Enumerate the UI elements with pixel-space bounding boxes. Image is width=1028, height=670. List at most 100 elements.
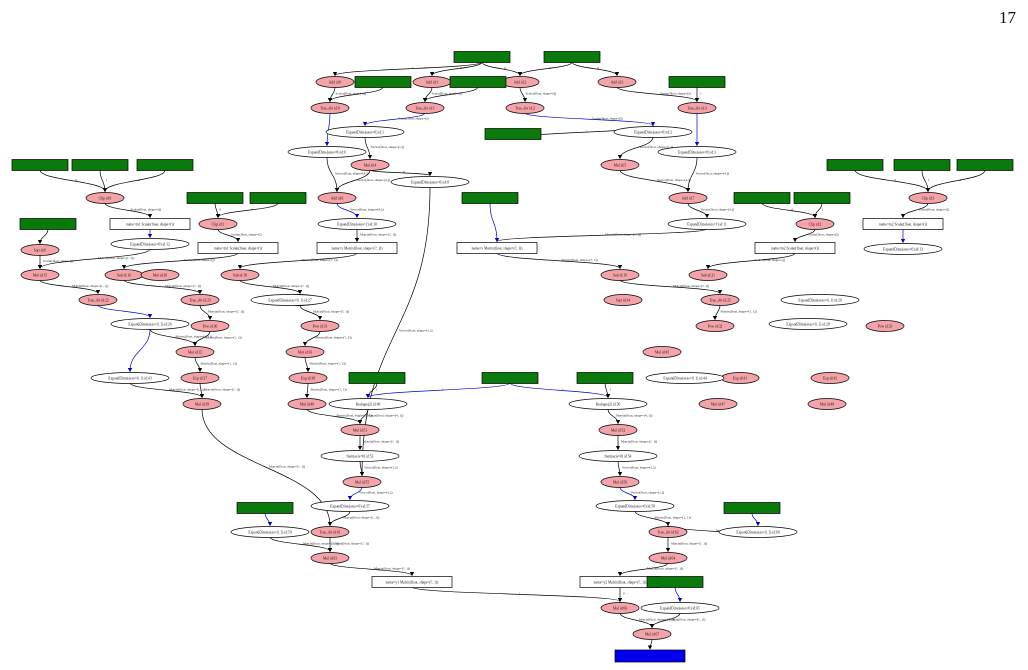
node-label: Mul id:36	[298, 350, 312, 354]
graph-edge	[324, 112, 331, 147]
op-node-shape	[180, 294, 220, 306]
edge-label: Matrix(float, shape=(?, 1))	[201, 361, 237, 366]
op-node-shape	[600, 602, 640, 614]
graph-node-rect: name=y1 Matrix(float, shape=(?, 1))	[371, 576, 453, 588]
edge-label: Matrix(float, shape=(1, 1))	[303, 541, 339, 546]
graph-edge	[489, 202, 500, 243]
node-label: Mul id:66	[613, 606, 627, 610]
named-node-shape	[109, 218, 191, 230]
node-label: Sub id:21	[701, 273, 715, 277]
graph-edge	[39, 169, 108, 193]
graph-node-ellipse: ExpandDims(axes=0, 1) id:29	[780, 294, 860, 306]
op-node-shape	[648, 552, 688, 564]
graph-edge	[854, 169, 931, 193]
node-label: True_div id:3	[687, 106, 707, 110]
edge-label: Vector(float, shape=(4,))	[357, 178, 390, 183]
graph-edge	[607, 408, 621, 425]
edge-label: 1	[376, 387, 378, 391]
expand-node-shape	[578, 450, 658, 462]
graph-node-param	[249, 192, 307, 204]
edge-label: Matrix(float, shape=(?, 1))	[316, 335, 352, 340]
edge-label: 0	[76, 178, 78, 182]
graph-node-op: True_div id:22	[78, 294, 118, 306]
graph-node-op: Sub id:21	[688, 269, 728, 281]
graph-node-param	[136, 159, 194, 171]
op-node-shape	[190, 320, 230, 332]
graph-edge	[524, 112, 656, 127]
graph-node-op: Mul id:20	[140, 269, 180, 281]
graph-edge	[365, 382, 511, 399]
graph-node-param	[668, 76, 726, 88]
node-label: name=m2 Scalar(float, shape=())	[879, 222, 927, 227]
graph-node-param	[19, 218, 77, 230]
op-node-shape	[597, 76, 637, 88]
op-node-shape	[600, 159, 640, 171]
op-node-shape	[288, 372, 328, 384]
node-label: Clip id:2	[809, 222, 822, 226]
edge-label: Matrix(float, shape=(?, 1))	[673, 284, 709, 289]
graph-node-op: Mul id:45	[642, 346, 682, 358]
node-label: ExpandDims(axes=0) id:57	[330, 504, 370, 508]
node-label: Reshape(2) id:50	[596, 402, 621, 406]
graph-node-op: Sqrt id:34	[603, 294, 643, 306]
edge-label: Vector(float, shape=(1,))	[622, 465, 655, 470]
expand-node-shape	[768, 318, 848, 330]
graph-node-op: Add id:3	[597, 76, 637, 88]
graph-node-ellipse: ExpandDims(axes=1) id:11	[667, 218, 747, 230]
edge-label: 1	[442, 387, 444, 391]
edge-label: 1	[610, 387, 612, 391]
node-label: Add id:6	[331, 196, 344, 200]
param-node-shape	[461, 192, 519, 204]
graph-node-param	[236, 502, 294, 514]
graph-edge	[647, 638, 653, 650]
expand-node-shape	[287, 146, 367, 158]
graph-node-rect: name=m2 Scalar(float, shape=())	[862, 218, 944, 230]
edge-label: Matrix(float, shape=(1, 1))	[176, 334, 212, 339]
graph-node-rect: name=x Matrix(float, shape=(?, 1))	[456, 242, 538, 254]
graph-node-param	[354, 76, 412, 88]
graph-node-op: Pow id:31	[300, 320, 340, 332]
graph-edge	[37, 248, 151, 270]
node-label: Mul id:63	[323, 556, 337, 560]
node-label: True_div id:62	[657, 530, 679, 534]
graph-edge	[604, 382, 611, 399]
node-label: ExpandDims(axes=0, 1) id:29	[798, 298, 841, 303]
expand-node-shape	[250, 294, 330, 306]
op-node-shape	[795, 218, 835, 230]
op-node-shape	[20, 244, 60, 256]
graph-node-rect: name=m1 Scalar(float, shape=())	[197, 242, 279, 254]
graph-node-op: Mul id:15	[20, 269, 60, 281]
node-label: ExpandDims(axes=0, 1) id:43	[108, 376, 151, 381]
graph-node-op: Mul id:51	[340, 424, 380, 436]
op-node-shape	[287, 398, 327, 410]
param-node-shape	[893, 159, 951, 171]
expand-node-shape	[110, 238, 190, 250]
node-label: ExpandDims(axes=0) id:12	[130, 242, 170, 246]
graph-node-op: Mul id:63	[310, 552, 350, 564]
graph-edge	[192, 330, 211, 347]
graph-edge	[674, 586, 683, 603]
edge-label: Scalar(float, shape=())	[43, 259, 74, 264]
edge-label: Matrix(float, shape=(?, 1))	[337, 413, 373, 418]
op-node-shape	[632, 628, 672, 640]
graph-edge	[571, 61, 620, 77]
node-label: Sub id:19	[613, 273, 627, 277]
graph-edge	[97, 304, 153, 319]
edge-label: Vector(float, shape=(1,))	[371, 145, 404, 150]
node-label: Add id:2	[514, 80, 527, 84]
graph-edge	[199, 304, 213, 321]
graph-node-op: Exp id:37	[180, 372, 220, 384]
op-node-shape	[285, 346, 325, 358]
graph-node-param	[461, 192, 519, 204]
edge-label: 1	[549, 66, 551, 70]
named-node-shape	[862, 218, 944, 230]
edge-label: Vector(float, shape=(4,))	[657, 178, 690, 183]
graph-edge	[411, 586, 622, 603]
node-label: Mul id:64	[661, 556, 675, 560]
graph-node-param	[733, 192, 791, 204]
graph-node-op: Add id:7	[668, 192, 708, 204]
node-label: ExpandDims(axes=0, 1) id:28	[786, 322, 829, 327]
graph-edge	[264, 512, 273, 527]
edge-label: Scalar(float, shape=())	[526, 91, 557, 96]
